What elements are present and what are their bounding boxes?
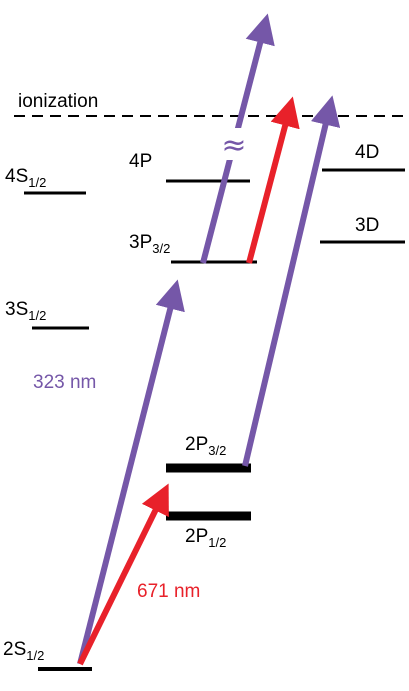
label-2s-main: 2S <box>3 639 26 660</box>
label-2p-three-halves: 2P3/2 <box>185 434 226 458</box>
label-4d: 4D <box>355 142 379 163</box>
uv-arrow-2p-to-4d <box>242 95 341 467</box>
label-3s-main: 3S <box>5 299 28 320</box>
label-3p-main: 3P <box>129 232 152 253</box>
label-4s-half: 4S1/2 <box>5 166 46 190</box>
ionization-label: ionization <box>18 91 98 112</box>
label-2p32-main: 2P <box>185 434 208 455</box>
label-2p32-sub: 3/2 <box>208 443 226 458</box>
red-arrow-3p-to-ionization <box>246 96 300 264</box>
label-3p-sub: 3/2 <box>152 241 170 256</box>
break-icon: ≈ <box>221 128 247 163</box>
label-3p-three-halves: 3P3/2 <box>129 232 170 256</box>
label-2s-half: 2S1/2 <box>3 639 44 663</box>
label-2p-half: 2P1/2 <box>185 526 226 550</box>
label-uv-wavelength: 323 nm <box>33 372 96 393</box>
label-2p12-main: 2P <box>185 526 208 547</box>
label-3s-sub: 1/2 <box>28 308 46 323</box>
label-red-wavelength: 671 nm <box>137 581 200 602</box>
label-4p: 4P <box>129 151 152 172</box>
label-2s-sub: 1/2 <box>26 648 44 663</box>
label-2p12-sub: 1/2 <box>208 535 226 550</box>
uv-arrow-2s-to-3p <box>77 279 185 665</box>
label-3d: 3D <box>355 215 379 236</box>
label-4s-main: 4S <box>5 166 28 187</box>
label-4s-sub: 1/2 <box>28 175 46 190</box>
red-arrow-2s-to-2p <box>77 483 169 666</box>
label-3s-half: 3S1/2 <box>5 299 46 323</box>
break-glyph: ≈ <box>221 128 246 163</box>
